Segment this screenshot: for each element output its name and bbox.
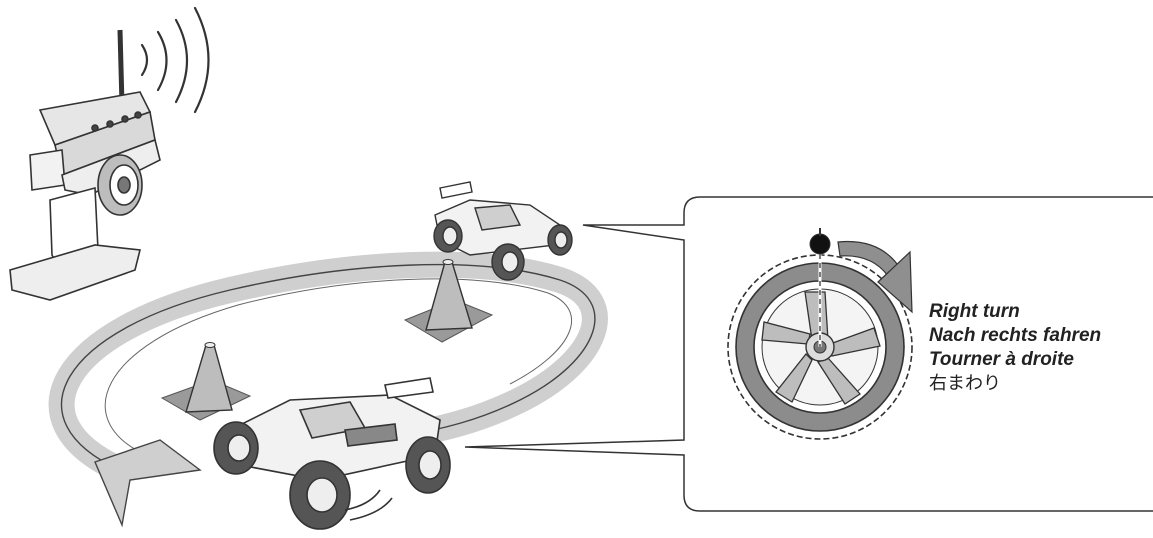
turn-caption: Right turn Nach rechts fahren Tourner à … [929,300,1101,396]
radio-waves-icon [142,8,209,112]
traffic-cone-icon [162,343,250,421]
caption-french: Tourner à droite [929,348,1101,372]
rc-truck-icon [214,378,450,529]
caption-japanese: 右まわり [929,372,1101,396]
caption-english: Right turn [929,300,1101,324]
caption-german: Nach rechts fahren [929,324,1101,348]
transmitter-icon [10,30,160,300]
